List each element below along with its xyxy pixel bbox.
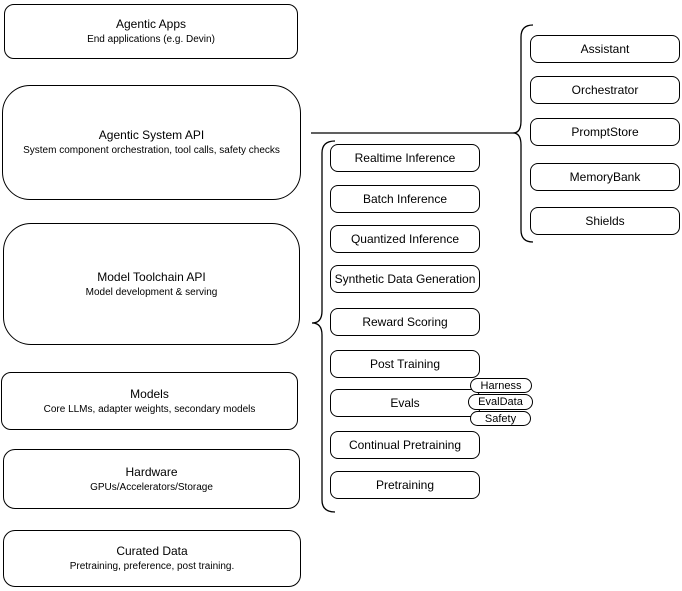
node-continual-pretraining: Continual Pretraining xyxy=(330,431,480,459)
node-title: Agentic System API xyxy=(98,128,205,142)
node-label: Orchestrator xyxy=(571,83,639,97)
system-components-brace xyxy=(512,24,534,243)
toolchain-brace xyxy=(311,140,336,513)
node-label: Post Training xyxy=(369,357,441,371)
node-subtitle: System component orchestration, tool cal… xyxy=(23,145,280,156)
node-pretraining: Pretraining xyxy=(330,471,480,499)
node-title: Models xyxy=(130,386,169,401)
tag-label: Safety xyxy=(484,412,517,425)
node-subtitle: Model development & serving xyxy=(85,286,218,298)
node-subtitle: Core LLMs, adapter weights, secondary mo… xyxy=(43,403,256,415)
node-promptstore: PromptStore xyxy=(530,118,680,146)
node-reward-scoring: Reward Scoring xyxy=(330,308,480,336)
node-agentic-apps: Agentic Apps End applications (e.g. Devi… xyxy=(4,4,298,59)
node-agentic-system-api: Agentic System API System component orch… xyxy=(2,85,301,200)
node-realtime-inference: Realtime Inference xyxy=(330,144,480,172)
node-subtitle: GPUs/Accelerators/Storage xyxy=(90,481,213,493)
tag-safety: Safety xyxy=(470,411,531,426)
node-shields: Shields xyxy=(530,207,680,235)
tag-harness: Harness xyxy=(470,378,532,393)
tag-label: Harness xyxy=(480,379,522,392)
node-title: Curated Data xyxy=(116,544,188,558)
node-models: Models Core LLMs, adapter weights, secon… xyxy=(1,372,298,430)
node-label: Continual Pretraining xyxy=(348,438,462,452)
node-synthetic-data-generation: Synthetic Data Generation xyxy=(330,265,480,293)
node-title: Model Toolchain API xyxy=(97,269,206,284)
node-memorybank: MemoryBank xyxy=(530,163,680,191)
node-label: Evals xyxy=(390,396,420,410)
node-label: Shields xyxy=(585,214,625,228)
node-assistant: Assistant xyxy=(530,35,680,63)
node-label: MemoryBank xyxy=(569,170,641,184)
node-label: PromptStore xyxy=(571,125,639,139)
node-label: Reward Scoring xyxy=(362,315,448,329)
node-title: Hardware xyxy=(125,464,178,479)
tag-evaldata: EvalData xyxy=(468,394,533,410)
node-label: Realtime Inference xyxy=(354,151,456,165)
node-subtitle: End applications (e.g. Devin) xyxy=(87,34,215,45)
node-model-toolchain-api: Model Toolchain API Model development & … xyxy=(3,223,300,345)
node-label: Quantized Inference xyxy=(350,232,460,246)
node-title: Agentic Apps xyxy=(115,17,187,31)
node-evals: Evals xyxy=(330,389,480,417)
node-subtitle: Pretraining, preference, post training. xyxy=(69,561,235,572)
node-curated-data: Curated Data Pretraining, preference, po… xyxy=(3,530,301,587)
node-label: Pretraining xyxy=(375,478,435,492)
node-batch-inference: Batch Inference xyxy=(330,185,480,213)
node-label: Synthetic Data Generation xyxy=(334,272,476,286)
node-label: Assistant xyxy=(580,42,630,56)
node-post-training: Post Training xyxy=(330,350,480,378)
node-label: Batch Inference xyxy=(362,192,448,206)
tag-label: EvalData xyxy=(478,396,523,408)
node-orchestrator: Orchestrator xyxy=(530,76,680,104)
node-hardware: Hardware GPUs/Accelerators/Storage xyxy=(3,449,300,509)
node-quantized-inference: Quantized Inference xyxy=(330,225,480,253)
